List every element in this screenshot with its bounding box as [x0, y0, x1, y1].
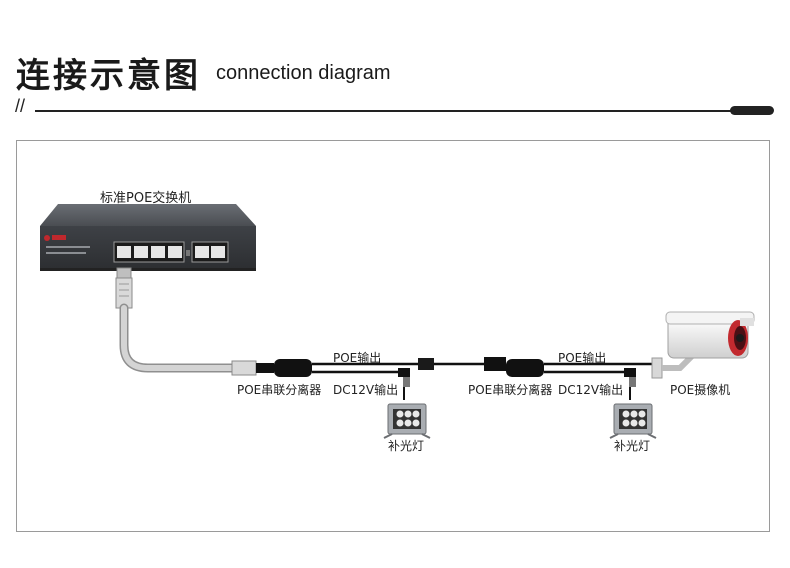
switch-ports	[113, 241, 229, 263]
rj45-coupler-icon	[418, 357, 506, 371]
brand-logo-icon	[44, 235, 50, 241]
divider-mark: //	[15, 96, 26, 116]
splitter2-label: POE串联分离器	[468, 383, 553, 397]
divider-line	[35, 110, 735, 112]
dc-plug-icon-2	[624, 368, 636, 377]
camera-icon	[651, 311, 755, 379]
dc-plug-icon	[398, 368, 410, 377]
fill-light2-label: 补光灯	[614, 439, 651, 453]
splitter1-poe-output-label: POE输出	[333, 351, 382, 365]
splitter1-label: POE串联分离器	[237, 383, 322, 397]
splitter2-dc-output-label: DC12V输出	[558, 383, 624, 397]
diagram-frame	[16, 140, 770, 532]
poe-splitter-icon	[274, 359, 418, 400]
ethernet-cable-gray	[115, 267, 274, 376]
fill-light-icon	[383, 403, 431, 439]
title-chinese: 连接示意图	[16, 56, 201, 96]
fill-light1-label: 补光灯	[388, 439, 425, 453]
camera-label: POE摄像机	[670, 383, 731, 397]
splitter1-dc-output-label: DC12V输出	[333, 383, 399, 397]
switch-label: 标准POE交换机	[100, 191, 192, 206]
fill-light-icon-2	[609, 403, 657, 439]
poe-splitter-icon-2	[506, 359, 652, 400]
title-english: connection diagram	[216, 62, 391, 84]
divider-cap	[730, 106, 774, 115]
splitter2-poe-output-label: POE输出	[558, 351, 607, 365]
poe-switch-icon	[40, 204, 256, 271]
